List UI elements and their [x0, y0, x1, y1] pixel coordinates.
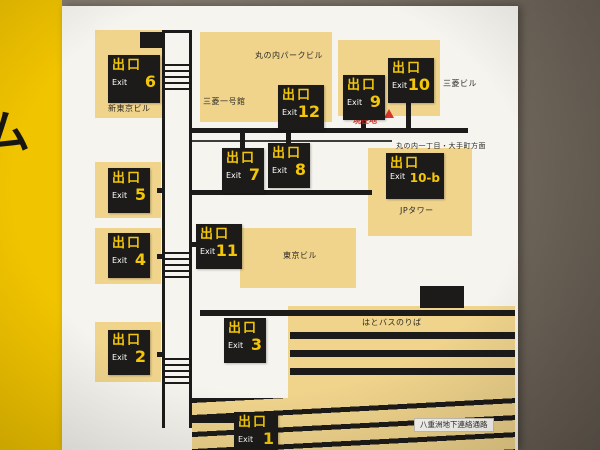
- building-label-jp-tower: JPタワー: [400, 206, 434, 215]
- exit-number: 6: [144, 71, 156, 91]
- exit-kanji: 出口: [112, 58, 143, 73]
- exit-number: 2: [134, 346, 146, 366]
- exit-en-label: Exit: [347, 98, 363, 108]
- exit-marker-2: 出口 Exit 2: [108, 330, 150, 375]
- current-location-triangle-icon: [384, 109, 394, 118]
- platform-yellow-strip: ム: [0, 0, 62, 450]
- exit5-connector: [157, 188, 165, 193]
- bus-bay-stripe: [290, 368, 515, 375]
- exit-marker-5: 出口 Exit 5: [108, 168, 150, 213]
- platform-strip-text: ム: [0, 105, 30, 159]
- exit-number: 10-b: [409, 170, 440, 185]
- exit-en-label: Exit: [112, 353, 128, 363]
- exit-marker-4: 出口 Exit 4: [108, 233, 150, 278]
- exit4-connector: [157, 254, 165, 259]
- passage-line-exit3: [200, 310, 515, 316]
- exit-kanji: 出口: [282, 88, 313, 103]
- exit-number: 12: [297, 101, 320, 121]
- direction-label: 丸の内一丁目・大手町方面: [396, 142, 486, 150]
- exit2-connector: [157, 352, 165, 357]
- exit-en-label: Exit: [200, 247, 216, 257]
- exit-kanji: 出口: [272, 146, 303, 161]
- exit-kanji: 出口: [226, 151, 257, 166]
- exit-en-label: Exit: [112, 256, 128, 266]
- exit11-connector: [190, 242, 198, 247]
- street-edge-line: [192, 140, 392, 142]
- exit-marker-3: 出口 Exit 3: [224, 318, 266, 363]
- exit-en-label: Exit: [228, 341, 244, 351]
- building-label-mitsubishi: 三菱ビル: [443, 79, 477, 88]
- building-label-mitsubishi-ichigokan: 三菱一号館: [203, 97, 246, 106]
- exit-kanji: 出口: [200, 227, 231, 242]
- exit-number: 9: [369, 91, 381, 111]
- exit-kanji: 出口: [238, 415, 269, 430]
- exit10-connector: [406, 103, 411, 128]
- bus-bay-stripe: [290, 350, 515, 357]
- exit7-connector: [240, 133, 245, 148]
- passage-line-main: [190, 128, 468, 133]
- exit-number: 4: [134, 249, 146, 269]
- exit-number: 7: [248, 164, 260, 184]
- exit-kanji: 出口: [390, 156, 421, 171]
- exit8-connector: [286, 133, 291, 143]
- current-location-label: 現在地: [353, 116, 377, 125]
- exit-en-label: Exit: [112, 78, 128, 88]
- exit-marker-6: 出口 Exit 6: [108, 55, 160, 103]
- small-black-building: [420, 286, 464, 308]
- exit-en-label: Exit: [226, 171, 242, 181]
- exit-number: 5: [134, 184, 146, 204]
- exit-number: 11: [215, 240, 238, 260]
- exit-kanji: 出口: [228, 321, 259, 336]
- exit-kanji: 出口: [392, 61, 423, 76]
- exit-en-label: Exit: [390, 172, 406, 182]
- exit-number: 1: [262, 428, 274, 448]
- exit-number: 8: [294, 159, 306, 179]
- exit-en-label: Exit: [112, 191, 128, 201]
- exit9-connector: [361, 120, 366, 128]
- exit1-connector: [192, 418, 234, 423]
- label-hato-bus: はとバスのりば: [362, 318, 422, 327]
- exit-number: 10: [407, 74, 430, 94]
- bus-bay-stripe: [290, 332, 515, 339]
- stairs-icon: [165, 252, 189, 280]
- stairs-icon: [165, 64, 189, 92]
- exit-en-label: Exit: [238, 435, 254, 445]
- exit-marker-8: 出口 Exit 8: [268, 143, 310, 188]
- label-yaesu-passage: 八重洲地下連絡通路: [414, 418, 494, 432]
- map-panel: 丸の内パークビル 三菱一号館 新東京ビル 三菱ビル JPタワー 東京ビル はとバ…: [62, 6, 518, 450]
- passage-line-second: [190, 190, 372, 195]
- exit-kanji: 出口: [112, 333, 143, 348]
- building-tokyo: [240, 228, 356, 288]
- building-label-shin-tokyo: 新東京ビル: [108, 104, 151, 113]
- exit-number: 3: [250, 334, 262, 354]
- exit-en-label: Exit: [392, 81, 408, 91]
- exit-kanji: 出口: [112, 171, 143, 186]
- exit-marker-7: 出口 Exit 7: [222, 148, 264, 193]
- exit-kanji: 出口: [347, 78, 378, 93]
- exit-en-label: Exit: [282, 108, 298, 118]
- building-label-marunouchi-park: 丸の内パークビル: [255, 51, 323, 60]
- corridor-top-junction: [140, 32, 164, 48]
- exit-marker-1: 出口 Exit 1: [234, 412, 278, 450]
- exit-marker-9: 出口 Exit 9: [343, 75, 385, 120]
- building-label-tokyo: 東京ビル: [283, 251, 317, 260]
- exit-kanji: 出口: [112, 236, 143, 251]
- exit-en-label: Exit: [272, 166, 288, 176]
- stairs-icon: [165, 358, 189, 386]
